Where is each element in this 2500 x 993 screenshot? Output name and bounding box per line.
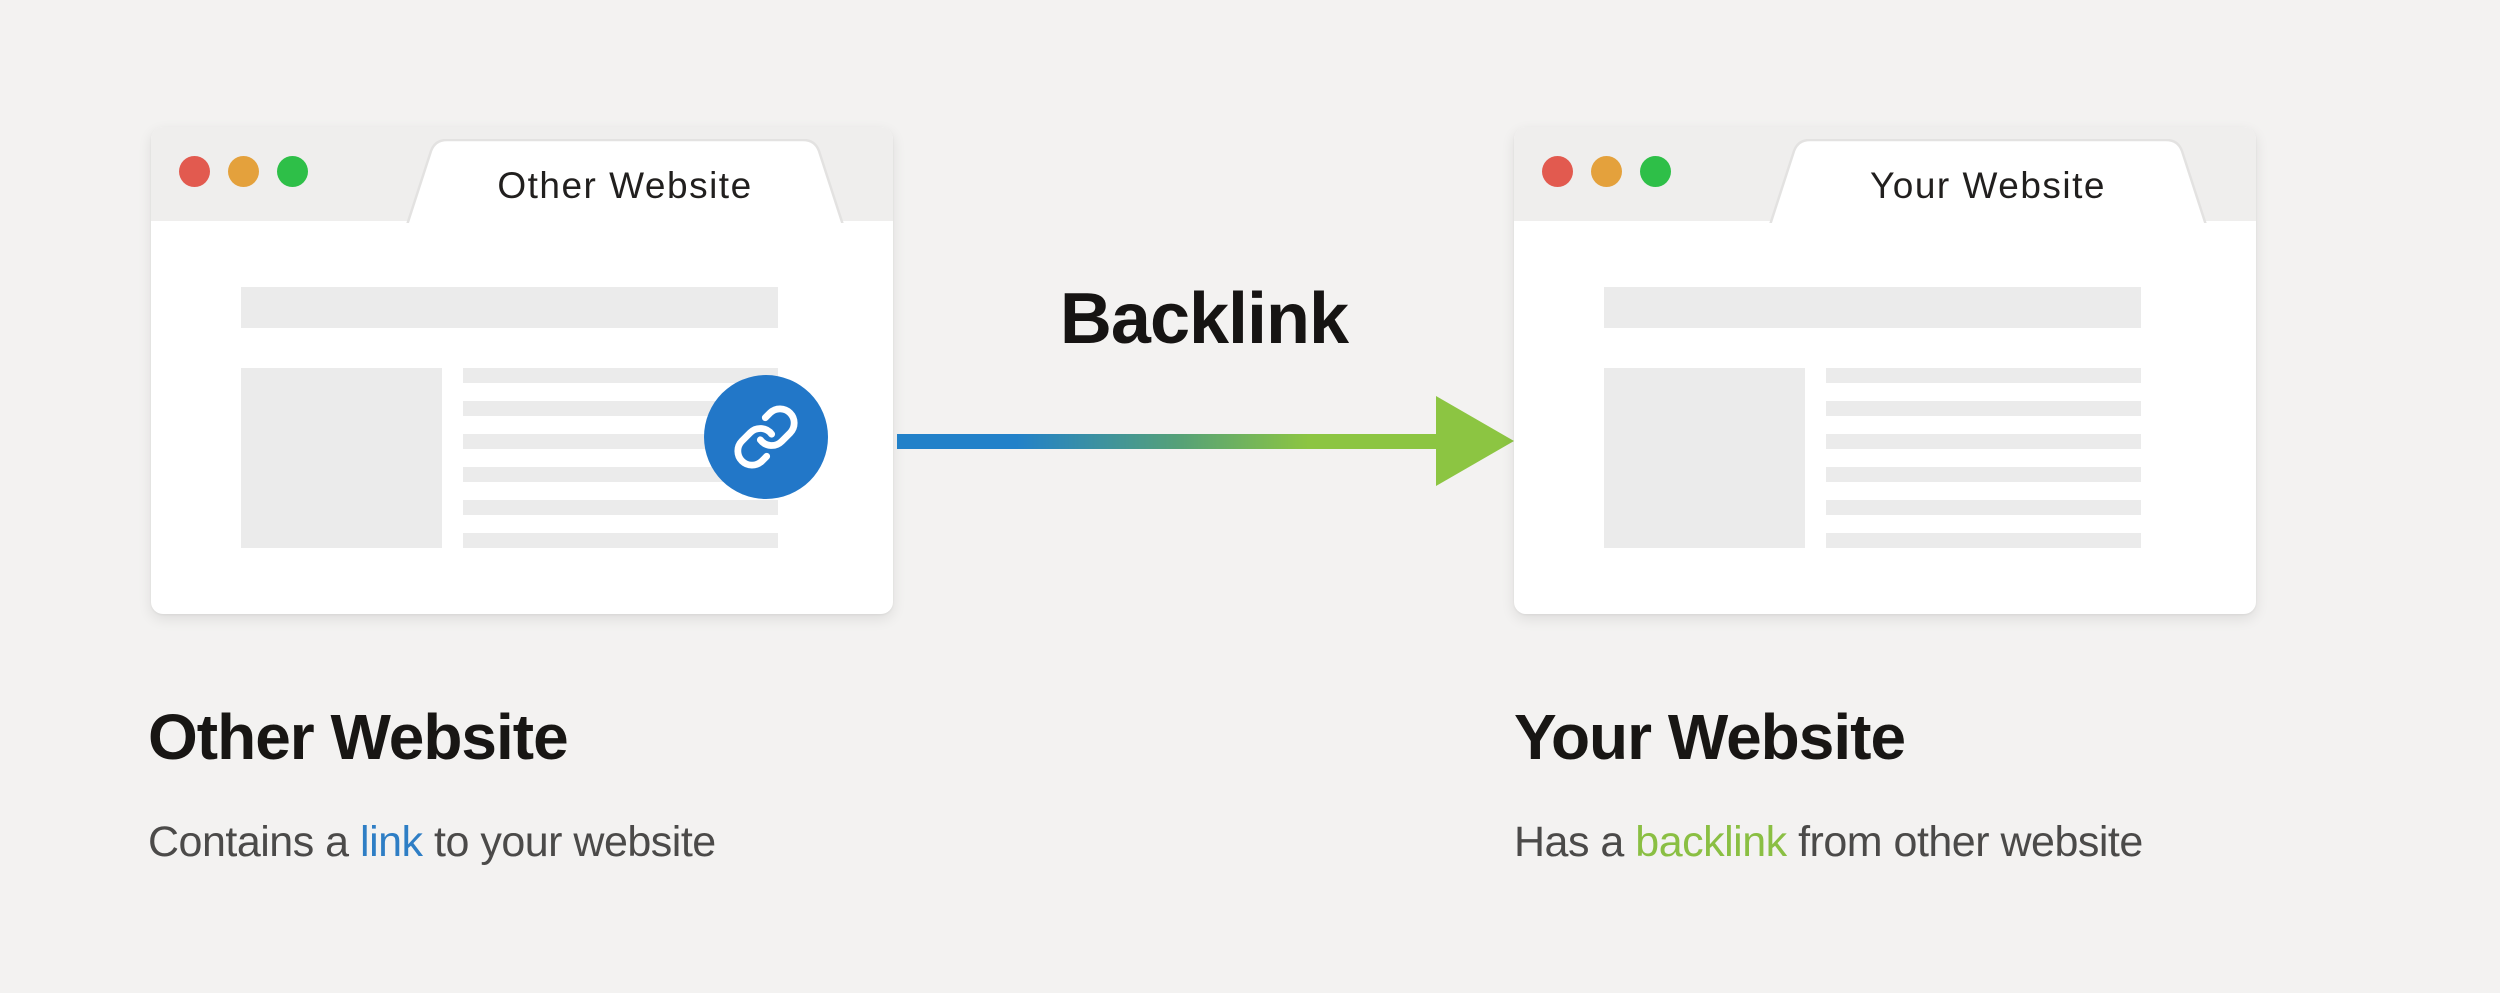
placeholder-image-block bbox=[1604, 368, 1805, 548]
placeholder-image-block bbox=[241, 368, 442, 548]
placeholder-text-line bbox=[463, 500, 778, 515]
titlebar: Other Website bbox=[151, 127, 893, 223]
caption-text-before: Contains a bbox=[148, 818, 361, 866]
minimize-icon bbox=[1591, 156, 1622, 187]
placeholder-text-line bbox=[1826, 533, 2141, 548]
placeholder-text-line bbox=[1826, 368, 2141, 383]
caption-text-after: from other website bbox=[1786, 818, 2143, 866]
link-badge bbox=[704, 375, 828, 499]
browser-tab bbox=[1769, 139, 2207, 223]
caption-text: Contains a link to your website bbox=[148, 818, 716, 867]
caption-title: Other Website bbox=[148, 701, 569, 773]
arrow-label: Backlink bbox=[1059, 279, 1349, 359]
titlebar: Your Website bbox=[1514, 127, 2256, 223]
placeholder-text-line bbox=[1826, 467, 2141, 482]
zoom-icon bbox=[277, 156, 308, 187]
caption-highlight-backlink: backlink bbox=[1635, 818, 1787, 866]
caption-text: Has a backlink from other website bbox=[1514, 818, 2143, 867]
close-icon bbox=[1542, 156, 1573, 187]
zoom-icon bbox=[1640, 156, 1671, 187]
placeholder-text-line bbox=[463, 368, 778, 383]
caption-highlight-link: link bbox=[360, 818, 423, 866]
placeholder-text-line bbox=[463, 467, 778, 482]
tab-title: Other Website bbox=[497, 165, 753, 206]
browser-tab bbox=[406, 139, 844, 223]
placeholder-header-bar bbox=[241, 287, 778, 328]
placeholder-text-line bbox=[1826, 500, 2141, 515]
browser-window-other: Other Website bbox=[151, 127, 893, 614]
caption-your-website: Your Website Has a backlink from other w… bbox=[1514, 700, 2143, 867]
tab-title: Your Website bbox=[1869, 165, 2107, 206]
backlink-arrow-line bbox=[897, 434, 1438, 449]
placeholder-header-bar bbox=[1604, 287, 2141, 328]
placeholder-text-line bbox=[463, 401, 778, 416]
placeholder-text-line bbox=[463, 434, 778, 449]
placeholder-text-line bbox=[1826, 434, 2141, 449]
placeholder-text-line bbox=[1826, 401, 2141, 416]
minimize-icon bbox=[228, 156, 259, 187]
traffic-lights bbox=[1542, 156, 1671, 187]
placeholder-text-line bbox=[463, 533, 778, 548]
browser-window-your: Your Website bbox=[1514, 127, 2256, 614]
caption-text-after: to your website bbox=[422, 818, 716, 866]
traffic-lights bbox=[179, 156, 308, 187]
caption-other-website: Other Website Contains a link to your we… bbox=[148, 700, 716, 867]
backlink-arrow-head bbox=[1436, 396, 1514, 486]
caption-text-before: Has a bbox=[1514, 818, 1636, 866]
chain-link-icon bbox=[734, 405, 798, 469]
close-icon bbox=[179, 156, 210, 187]
caption-title: Your Website bbox=[1514, 701, 1906, 773]
